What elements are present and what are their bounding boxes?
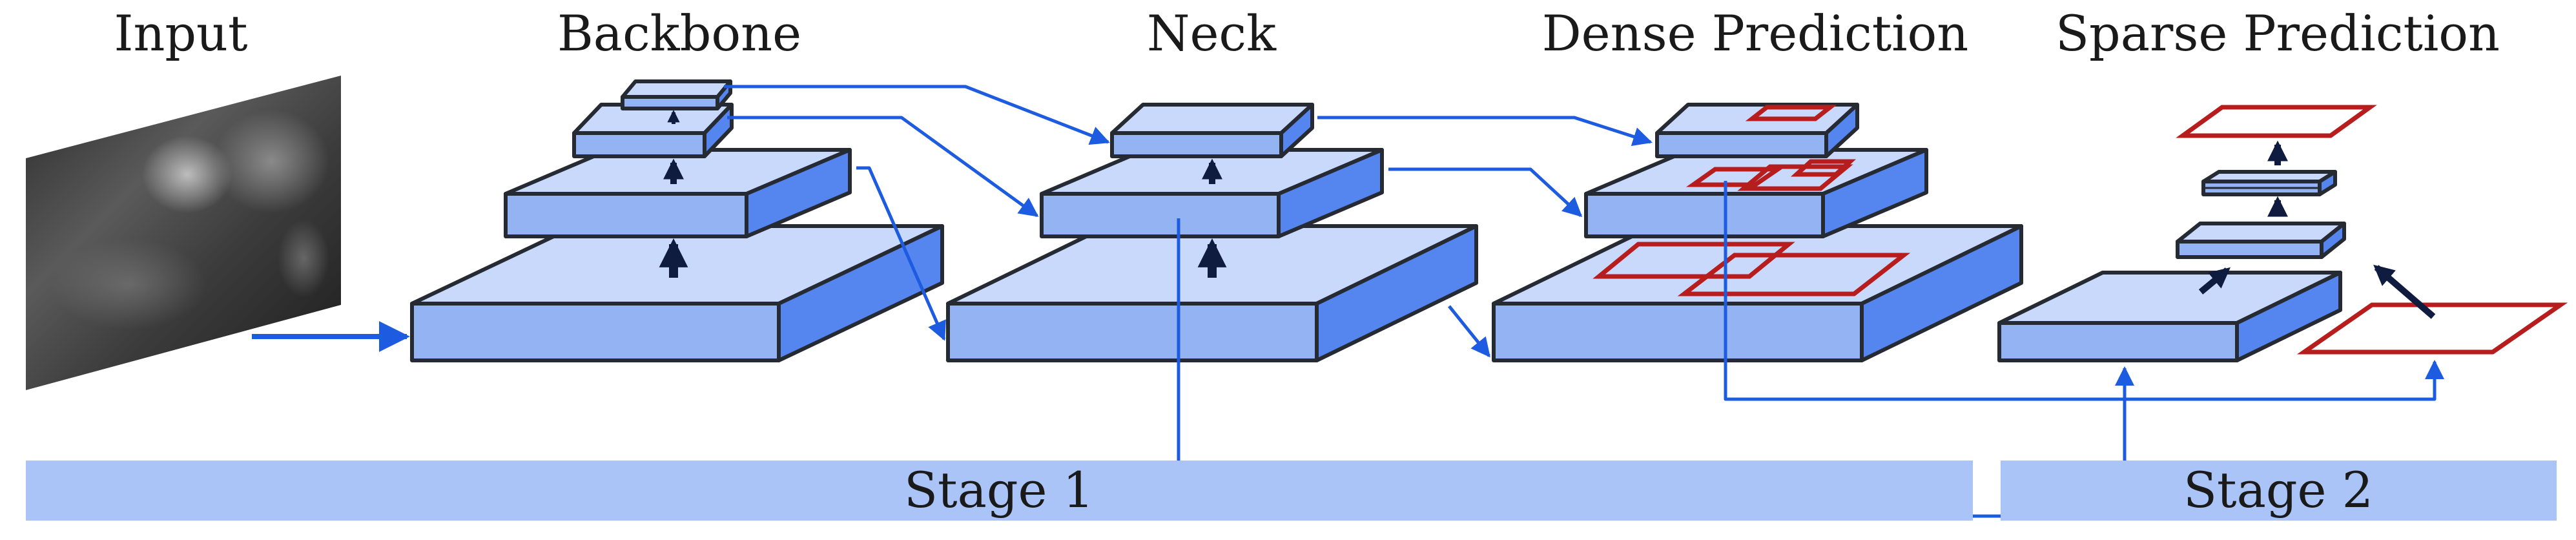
backbone-stack — [410, 79, 944, 362]
heading-input: Input — [114, 5, 247, 62]
backbone-level-3 — [572, 103, 734, 158]
diagonal-arrow — [2198, 267, 2231, 295]
stage-1-bar: Stage 1 — [26, 461, 1973, 521]
diagonal-arrow — [2373, 264, 2436, 319]
sparse-level-2 — [2176, 222, 2346, 259]
backbone-level-2 — [504, 148, 852, 238]
neck-l1-to-dense-arrow — [1448, 305, 1490, 358]
sparse-level-1 — [1997, 271, 2342, 362]
dense-box — [1790, 159, 1857, 177]
sparse-prediction-stack — [1997, 170, 2346, 362]
dense-box — [1677, 253, 1911, 296]
heading-dense-prediction: Dense Prediction — [1542, 5, 1969, 62]
backbone-l4-to-neck-arrow — [724, 85, 1110, 145]
dense-level-1 — [1492, 224, 2023, 362]
dense-prediction-stack — [1492, 103, 2023, 362]
sparse-box-outputs — [2176, 105, 2568, 355]
heading-backbone: Backbone — [557, 5, 801, 62]
dense-level-2 — [1584, 148, 1928, 238]
dense-to-sparse-box-arrow — [1724, 181, 2444, 401]
input-image — [26, 76, 341, 390]
backbone-l3-to-neck-arrow — [727, 116, 1039, 218]
dense-level-3 — [1655, 103, 1859, 158]
dense-box — [1592, 242, 1795, 279]
stage-1-label: Stage 1 — [904, 461, 1094, 519]
backbone-level-4 — [621, 79, 732, 110]
heading-neck: Neck — [1147, 5, 1277, 62]
sparse-output-box — [2296, 302, 2568, 355]
neck-stack — [946, 103, 1478, 362]
neck-level-1 — [946, 224, 1478, 362]
backbone-l2-to-neck-arrow — [856, 166, 946, 341]
sparse-level-3 — [2201, 170, 2337, 196]
dense-box-proposals — [1592, 105, 1911, 296]
stage-2-label: Stage 2 — [2183, 461, 2373, 519]
neck-l2-to-dense-arrow — [1388, 167, 1583, 218]
neck-l3-to-dense-arrow — [1317, 116, 1653, 147]
sparse-output-box — [2176, 105, 2377, 138]
dense-box — [1685, 167, 1786, 187]
neck-level-3 — [1110, 103, 1314, 158]
stage-2-bar: Stage 2 — [2001, 461, 2557, 521]
upward-arrows — [659, 110, 2436, 319]
dense-box — [1745, 105, 1837, 121]
heading-sparse-prediction: Sparse Prediction — [2056, 5, 2500, 62]
